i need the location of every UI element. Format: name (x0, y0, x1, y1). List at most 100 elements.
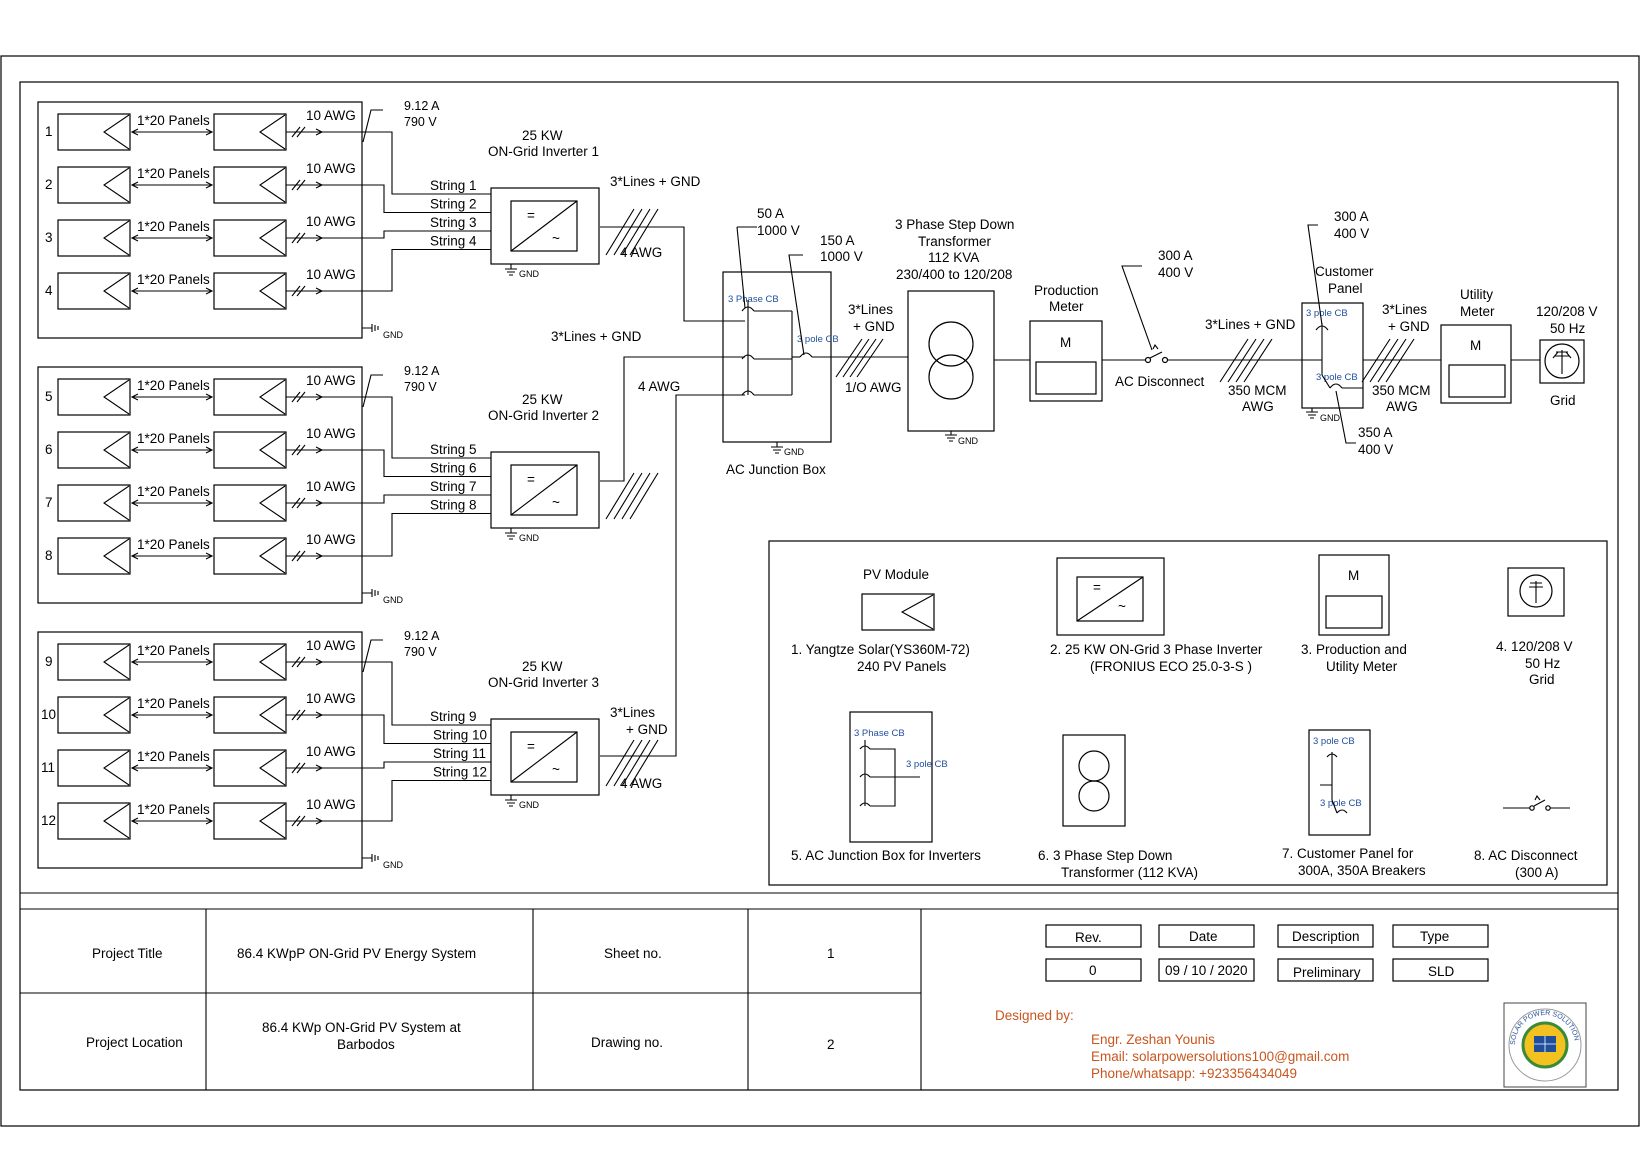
cp-top-rating-a: 300 A (1334, 209, 1369, 224)
legend-grid-icon (1507, 567, 1565, 617)
string-panels-label: 1*20 Panels (137, 431, 210, 446)
tb-location-l1: 86.4 KWp ON-Grid PV System at (262, 1020, 461, 1035)
util-meter-symbol: M (1470, 338, 1481, 353)
jb-out-rating-v: 1000 V (820, 249, 863, 264)
jb-gnd: GND (784, 447, 805, 457)
legend-item5: 5. AC Junction Box for Inverters (791, 848, 981, 863)
grid-label-1: 120/208 V (1536, 304, 1598, 319)
tb-drawing-no: 2 (827, 1037, 835, 1052)
string-panels-label: 1*20 Panels (137, 643, 210, 658)
legend-item6-l1: 6. 3 Phase Step Down (1038, 848, 1172, 863)
inverter-dc-symbol: = (527, 472, 535, 487)
pv-module-icon (57, 537, 131, 575)
string-number: 9 (45, 654, 53, 669)
title-block: Project Title 86.4 KWpP ON-Grid PV Energ… (20, 909, 1587, 1090)
legend-item1-l1: 1. Yangtze Solar(YS360M-72) (791, 642, 970, 657)
legend: PV Module 1. Yangtze Solar(YS360M-72) 24… (768, 540, 1608, 886)
disc-rating-v: 400 V (1158, 265, 1193, 280)
legend-item2-l1: 2. 25 KW ON-Grid 3 Phase Inverter (1050, 642, 1263, 657)
string-number: 6 (45, 442, 53, 457)
tb-rev-header: Rev. (1075, 930, 1102, 945)
disc-rating-a: 300 A (1158, 248, 1193, 263)
inverter-out-lines: 3*Lines + GND (610, 174, 701, 189)
array-voltage: 790 V (404, 645, 437, 659)
legend-item2-l2: (FRONIUS ECO 25.0-3-S ) (1090, 659, 1252, 674)
tb-location-label: Project Location (86, 1035, 183, 1050)
tb-project-title: 86.4 KWpP ON-Grid PV Energy System (237, 946, 476, 961)
legend-inv-ac: ~ (1118, 599, 1126, 614)
cp-top-rating-v: 400 V (1334, 226, 1369, 241)
array-current: 9.12 A (404, 99, 440, 113)
string-panels-label: 1*20 Panels (137, 272, 210, 287)
pv-module-icon (213, 219, 287, 257)
array-gnd: GND (383, 595, 404, 605)
feeder-disc-awg: AWG (1242, 399, 1274, 414)
string-awg-label: 10 AWG (306, 426, 356, 441)
array-current: 9.12 A (404, 629, 440, 643)
string-awg-label: 10 AWG (306, 532, 356, 547)
pv-module-icon (57, 219, 131, 257)
string-number: 10 (41, 707, 56, 722)
tb-phone: Phone/whatsapp: +923356434049 (1091, 1066, 1297, 1081)
inverter-kw: 25 KW (522, 659, 563, 674)
feeder-util-gnd: + GND (1388, 319, 1430, 334)
feeder-disc-lines: 3*Lines + GND (1205, 317, 1296, 332)
inverter-out-gnd: + GND (626, 722, 668, 737)
string-number: 12 (41, 813, 56, 828)
pv-module-icon (213, 166, 287, 204)
string-awg-label: 10 AWG (306, 161, 356, 176)
legend-item7-l1: 7. Customer Panel for (1282, 846, 1414, 861)
pv-module-icon (57, 749, 131, 787)
string-panels-label: 1*20 Panels (137, 166, 210, 181)
tb-description: Preliminary (1293, 965, 1361, 980)
feeder-jb-gnd: + GND (853, 319, 895, 334)
array-voltage: 790 V (404, 115, 437, 129)
legend-cp-cb2: 3 pole CB (1320, 798, 1362, 809)
string-awg-label: 10 AWG (306, 638, 356, 653)
legend-item7-l2: 300A, 350A Breakers (1298, 863, 1426, 878)
cp-cb-top: 3 pole CB (1306, 308, 1348, 319)
tb-email: Email: solarpowersolutions100@gmail.com (1091, 1049, 1349, 1064)
string-label: String 10 (433, 728, 487, 743)
tb-desc-header: Description (1292, 929, 1360, 944)
prod-meter-label-1: Production (1034, 283, 1099, 298)
jb-in-cb-label: 3 Phase CB (728, 294, 779, 305)
tb-rev: 0 (1089, 963, 1097, 978)
tb-project-title-label: Project Title (92, 946, 163, 961)
util-meter-label-1: Utility (1460, 287, 1493, 302)
jb-label: AC Junction Box (726, 462, 826, 477)
string-panels-label: 1*20 Panels (137, 484, 210, 499)
grid-label-2: 50 Hz (1550, 321, 1586, 336)
cp-gnd: GND (1320, 413, 1341, 423)
inverter-gnd: GND (519, 533, 540, 543)
feeder-disconnect-panel: 3*Lines + GND 350 MCM AWG (1205, 317, 1296, 414)
jb-out-cb-label: 3 pole CB (797, 334, 839, 345)
inverter-out-lines: 3*Lines + GND (551, 329, 642, 344)
inverter-out-awg: 4 AWG (638, 379, 680, 394)
string-label: String 12 (433, 765, 487, 780)
string-awg-label: 10 AWG (306, 267, 356, 282)
ac-disconnect: 300 A 400 V AC Disconnect (1115, 248, 1205, 389)
solar-power-solution-logo: SOLAR POWER SOLUTION (1503, 1002, 1587, 1088)
legend-item8-l2: (300 A) (1515, 865, 1559, 880)
tx-label-1: 3 Phase Step Down (895, 217, 1014, 232)
inverter-dc-symbol: = (527, 739, 535, 754)
string-number: 1 (45, 124, 53, 139)
cp-bottom-rating-a: 350 A (1358, 425, 1393, 440)
string-number: 5 (45, 389, 53, 404)
pv-module-icon (57, 166, 131, 204)
legend-item4-l2: 50 Hz (1525, 656, 1561, 671)
string-number: 3 (45, 230, 53, 245)
string-label: String 7 (430, 479, 477, 494)
string-label: String 8 (430, 498, 477, 513)
feeder-jb-awg: 1/O AWG (845, 380, 902, 395)
string-label: String 1 (430, 178, 477, 193)
inverter-out-awg: 4 AWG (620, 245, 662, 260)
